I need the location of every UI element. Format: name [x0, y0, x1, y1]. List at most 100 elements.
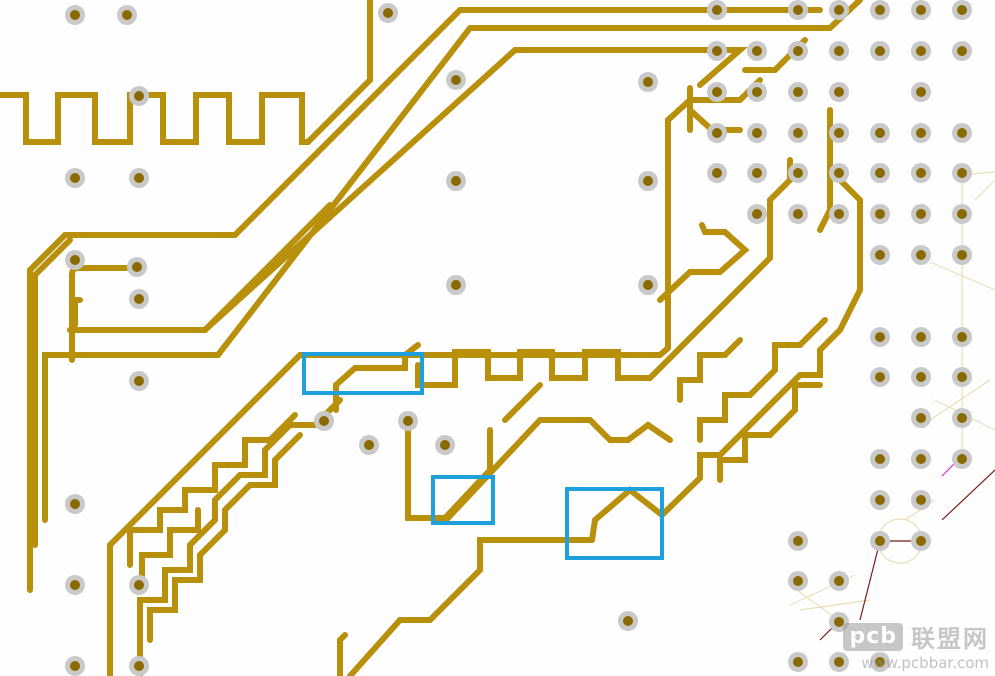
copper-trace — [127, 412, 298, 568]
via-drill — [134, 661, 144, 671]
via-drill — [752, 128, 762, 138]
via-drill — [957, 250, 967, 260]
ratsnest-layer — [819, 461, 995, 641]
via-drill — [793, 536, 803, 546]
via-drill — [712, 168, 722, 178]
via-drill — [752, 209, 762, 219]
copper-trace — [657, 222, 750, 303]
via-drill — [957, 128, 967, 138]
via-drill — [957, 5, 967, 15]
via-drill — [916, 87, 926, 97]
copper-trace — [107, 77, 763, 676]
via-drill — [834, 168, 844, 178]
via-drill — [403, 416, 413, 426]
via-drill — [643, 176, 653, 186]
via-drill — [134, 376, 144, 386]
via-drill — [957, 209, 967, 219]
copper-trace — [69, 265, 138, 363]
highlight-boxes-layer — [302, 352, 664, 560]
copper-trace — [27, 7, 823, 593]
via-drill — [875, 168, 885, 178]
via-drill — [875, 495, 885, 505]
copper-trace — [32, 237, 73, 548]
via-drill — [70, 255, 80, 265]
ratsnest-line — [941, 469, 995, 521]
via-drill — [643, 280, 653, 290]
ratsnest-line — [859, 540, 881, 621]
via-drill — [319, 416, 329, 426]
via-drill — [834, 5, 844, 15]
copper-trace — [202, 47, 748, 333]
via-drill — [793, 46, 803, 56]
via-drill — [834, 617, 844, 627]
via-drill — [752, 46, 762, 56]
via-drill — [383, 8, 393, 18]
via-drill — [643, 77, 653, 87]
via-drill — [916, 5, 926, 15]
via-drill — [834, 128, 844, 138]
silkscreen-line — [799, 599, 871, 611]
via-drill — [875, 657, 885, 667]
via-drill — [834, 46, 844, 56]
via-drill — [793, 168, 803, 178]
copper-trace — [405, 417, 673, 521]
via-drill — [875, 536, 885, 546]
via-drill — [70, 173, 80, 183]
copper-trace — [0, 0, 373, 145]
copper-trace — [697, 317, 828, 443]
silkscreen-line — [929, 261, 995, 291]
via-drill — [134, 580, 144, 590]
via-drill — [834, 87, 844, 97]
via-drill — [916, 209, 926, 219]
copper-trace — [72, 297, 83, 328]
via-drill — [364, 440, 374, 450]
vias-layer — [65, 0, 972, 676]
via-drill — [134, 91, 144, 101]
via-drill — [440, 440, 450, 450]
via-drill — [752, 168, 762, 178]
silkscreen-line — [974, 179, 995, 201]
copper-trace — [42, 0, 863, 523]
via-drill — [875, 46, 885, 56]
via-drill — [70, 580, 80, 590]
via-drill — [957, 332, 967, 342]
via-drill — [916, 168, 926, 178]
copper-trace — [717, 177, 863, 458]
via-drill — [875, 372, 885, 382]
via-drill — [834, 209, 844, 219]
copper-trace — [137, 397, 343, 676]
via-drill — [134, 173, 144, 183]
via-drill — [793, 657, 803, 667]
via-drill — [875, 454, 885, 464]
copper-trace — [677, 337, 743, 403]
copper-trace — [817, 107, 833, 233]
via-drill — [916, 413, 926, 423]
via-drill — [957, 168, 967, 178]
copper-trace — [337, 632, 348, 676]
via-drill — [793, 87, 803, 97]
via-drill — [875, 209, 885, 219]
via-drill — [957, 46, 967, 56]
via-drill — [70, 499, 80, 509]
via-drill — [70, 10, 80, 20]
via-drill — [793, 576, 803, 586]
via-drill — [623, 616, 633, 626]
via-drill — [70, 661, 80, 671]
copper-trace — [347, 537, 595, 676]
via-drill — [916, 250, 926, 260]
via-drill — [916, 495, 926, 505]
via-drill — [957, 372, 967, 382]
via-drill — [122, 10, 132, 20]
via-drill — [712, 87, 722, 97]
via-drill — [916, 46, 926, 56]
via-drill — [712, 5, 722, 15]
copper-trace — [415, 349, 653, 388]
via-drill — [916, 536, 926, 546]
copper-trace — [442, 427, 493, 521]
via-drill — [834, 657, 844, 667]
via-drill — [712, 128, 722, 138]
via-drill — [834, 576, 844, 586]
highlight-box — [431, 475, 495, 525]
copper-trace — [589, 452, 723, 543]
